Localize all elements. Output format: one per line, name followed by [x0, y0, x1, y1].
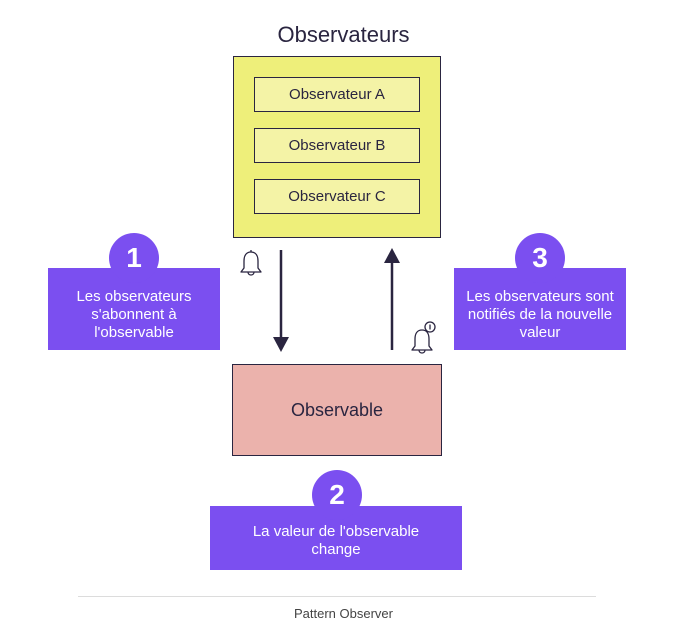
- observer-a: Observateur A: [254, 77, 420, 112]
- step-3-text: Les observateurs sont notifiés de la nou…: [466, 288, 614, 341]
- observer-b: Observateur B: [254, 128, 420, 163]
- observers-group: Observateur A Observateur B Observateur …: [233, 56, 441, 238]
- observer-c: Observateur C: [254, 179, 420, 214]
- step-3-badge: 3: [515, 233, 565, 283]
- observable-box: Observable: [232, 364, 442, 456]
- bell-notification-icon: [411, 321, 436, 354]
- step-1-text: Les observateurs s'abonnent à l'observab…: [76, 288, 192, 341]
- notify-arrow: [384, 248, 400, 350]
- caption-divider: [78, 596, 596, 597]
- bell-icon: [240, 250, 262, 276]
- figure-caption: Pattern Observer: [294, 606, 393, 621]
- step-2-text: La valeur de l'observable change: [252, 523, 420, 558]
- step-2-box: La valeur de l'observable change: [210, 506, 462, 570]
- step-2-badge: 2: [312, 470, 362, 520]
- step-1-badge: 1: [109, 233, 159, 283]
- subscribe-arrow: [273, 250, 289, 352]
- observers-title: Observateurs: [277, 22, 410, 47]
